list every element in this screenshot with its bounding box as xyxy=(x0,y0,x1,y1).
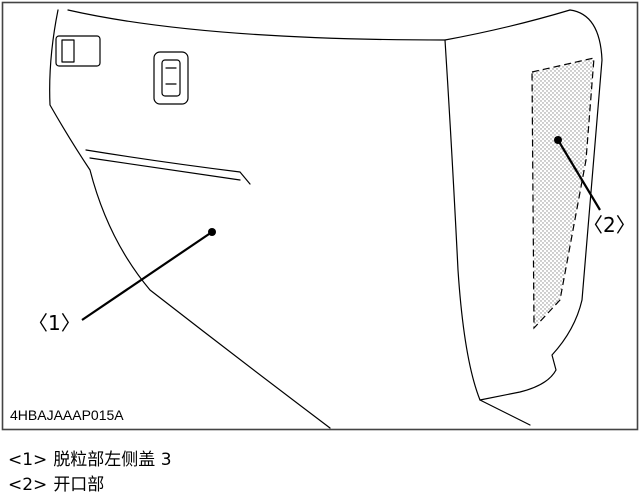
callout-1-leader xyxy=(81,231,213,321)
callout-2-dot xyxy=(554,136,562,144)
legend-number: <2> xyxy=(8,475,48,495)
figure-code: 4HBAJAAAP015A xyxy=(10,407,124,423)
legend-text: 开口部 xyxy=(53,475,105,495)
opening-area xyxy=(531,57,595,330)
callout-1-label: 〈1〉 xyxy=(28,311,81,335)
callout-1-dot xyxy=(208,228,216,236)
callout-2-label: 〈2〉 xyxy=(583,213,636,237)
diagram-figure: 〈1〉 〈2〉 4HBAJAAAP015A xyxy=(1,1,639,431)
side-cover-drawing xyxy=(49,9,603,429)
legend-text: 脱粒部左侧盖 3 xyxy=(53,450,172,470)
callout-2-leader xyxy=(557,139,601,211)
legend-item-2: <2>开口部 xyxy=(8,473,632,498)
legend-number: <1> xyxy=(8,450,48,470)
legend-item-1: <1>脱粒部左侧盖 3 xyxy=(8,448,632,473)
legend: <1>脱粒部左侧盖 3 <2>开口部 xyxy=(8,448,632,498)
